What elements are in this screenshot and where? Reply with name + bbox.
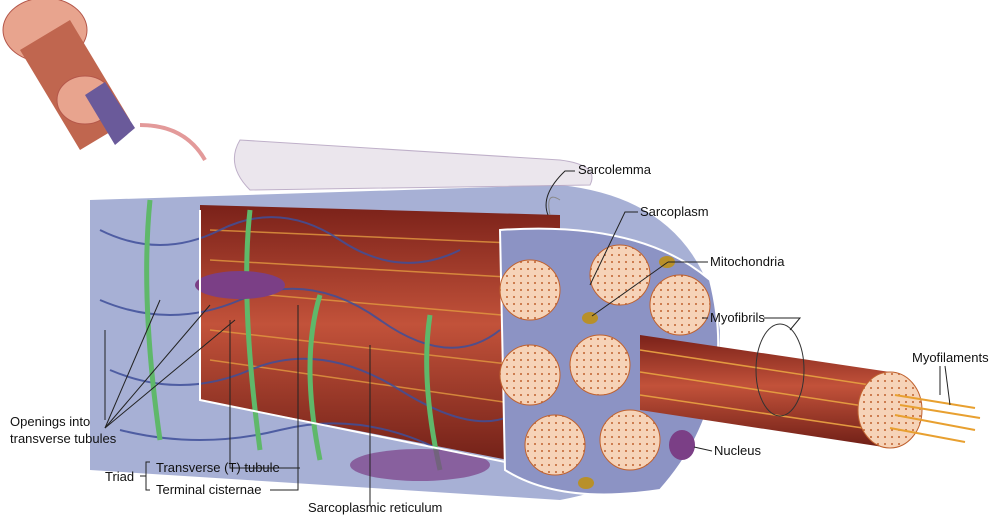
myofibril-cross-sections <box>499 244 711 476</box>
label-t-tubule: Transverse (T) tubule <box>156 460 280 475</box>
label-myofibrils: Myofibrils <box>710 310 765 325</box>
label-triad: Triad <box>105 469 135 484</box>
label-openings-line1: Openings into <box>10 414 91 429</box>
label-myofilaments: Myofilaments <box>912 350 989 365</box>
label-mitochondria: Mitochondria <box>710 254 785 269</box>
leader-lines <box>104 170 951 505</box>
label-terminal-cisternae: Terminal cisternae <box>156 482 262 497</box>
label-nucleus: Nucleus <box>714 443 761 458</box>
label-sarcoplasmic-reticulum: Sarcoplasmic reticulum <box>308 500 443 515</box>
label-sarcoplasm: Sarcoplasm <box>640 204 709 219</box>
whole-muscle-inset <box>2 0 207 162</box>
muscle-fiber <box>0 139 720 519</box>
nucleus-shape <box>669 430 695 460</box>
myofibril-extension <box>639 323 981 449</box>
label-openings-line2: transverse tubules <box>10 431 117 446</box>
label-sarcolemma: Sarcolemma <box>578 162 651 177</box>
